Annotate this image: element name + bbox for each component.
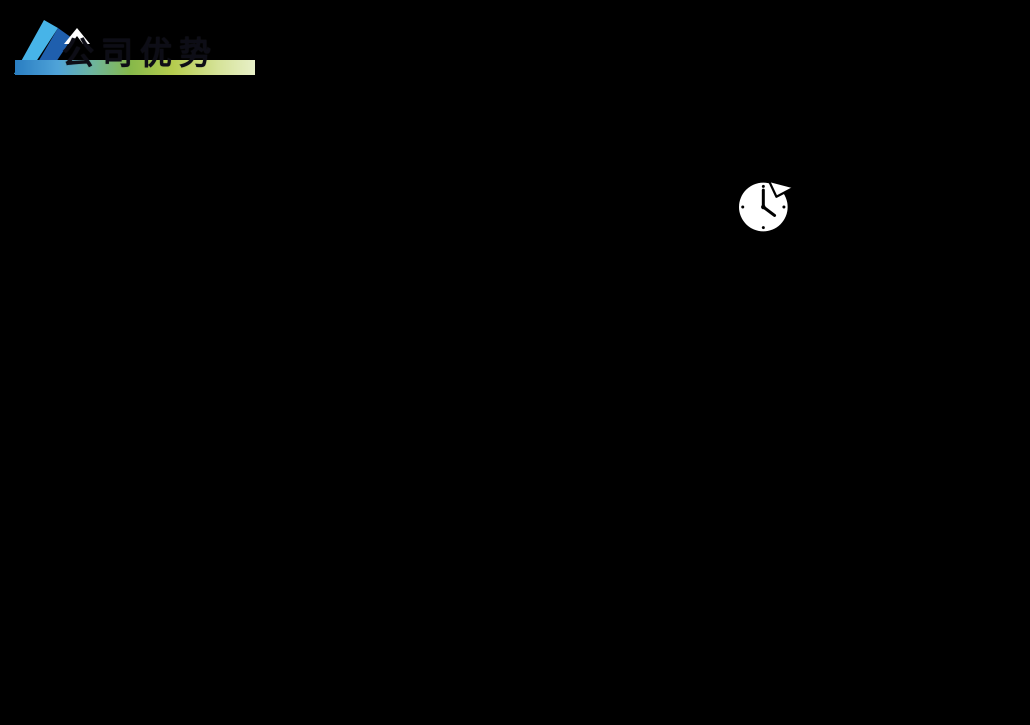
page-title: 公司优势 bbox=[62, 35, 219, 71]
clock-icon bbox=[738, 178, 798, 236]
slide-header: 公司优势 bbox=[0, 0, 420, 100]
clock-arrow-icon bbox=[739, 179, 796, 232]
title-underline-bar bbox=[15, 60, 255, 75]
